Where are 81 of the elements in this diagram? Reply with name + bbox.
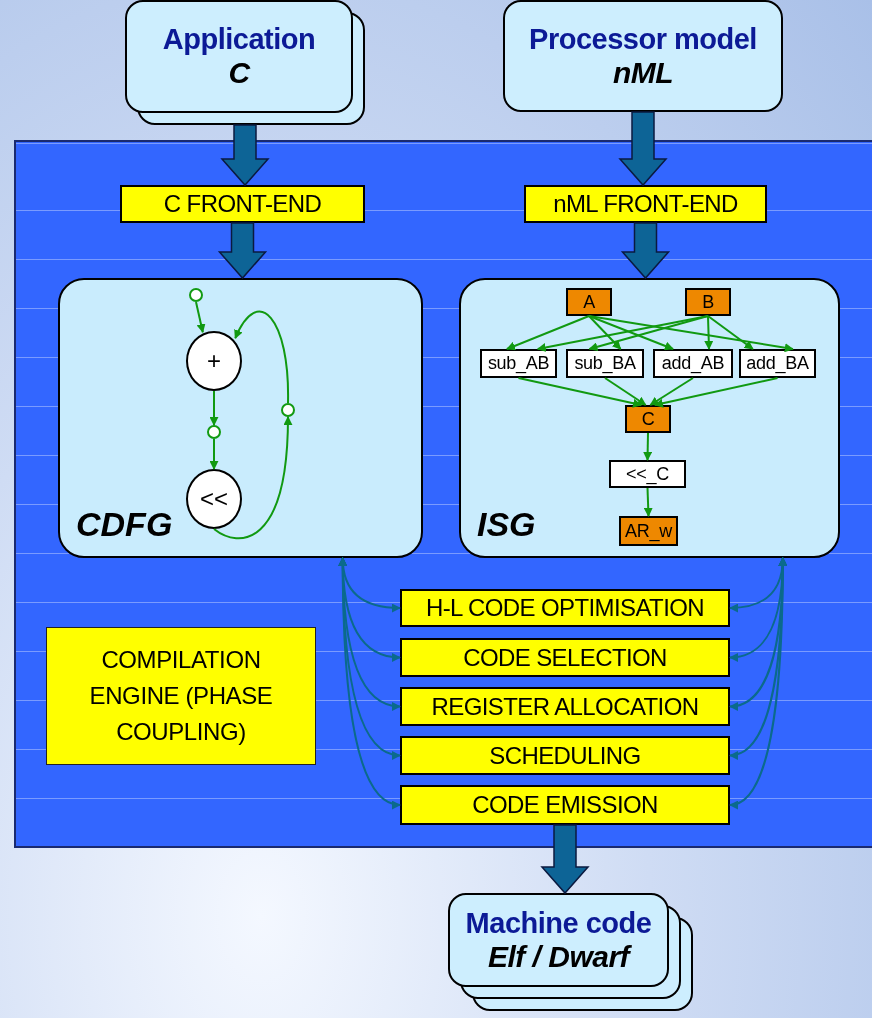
arrow xyxy=(505,315,590,351)
title-text: Application xyxy=(162,23,316,56)
stage-label: SCHEDULING xyxy=(489,741,641,770)
document-stack xyxy=(125,0,365,125)
port-circle xyxy=(207,425,221,439)
node-label: add_AB xyxy=(661,353,725,374)
node-label: B xyxy=(702,291,714,313)
graph-label: ISG xyxy=(477,505,536,544)
subtitle-text: Elf / Dwarf xyxy=(487,939,630,974)
register-box xyxy=(685,288,731,316)
arrow xyxy=(234,310,289,404)
arrow xyxy=(195,301,206,334)
arrow xyxy=(338,557,401,808)
port-circle xyxy=(189,288,203,302)
node-label: sub_AB xyxy=(487,353,550,374)
operator-symbol: + xyxy=(207,347,221,375)
phase-box xyxy=(400,687,730,726)
operation-box xyxy=(566,349,644,378)
arrow xyxy=(643,432,653,461)
arrow xyxy=(707,315,754,350)
node-label: <<_C xyxy=(626,463,669,485)
arrow xyxy=(536,315,709,352)
operation-box xyxy=(739,349,816,378)
block-arrow xyxy=(217,222,268,280)
arrow xyxy=(209,438,219,470)
graph-panel xyxy=(58,278,423,558)
operator-symbol: << xyxy=(200,485,228,513)
phase-box xyxy=(400,785,730,825)
arrow xyxy=(588,315,674,351)
engine-box xyxy=(46,627,316,765)
operator-circle xyxy=(186,331,242,391)
subtitle-text: nML xyxy=(612,55,674,90)
block-arrow xyxy=(620,222,671,280)
title-text: Machine code xyxy=(465,906,652,940)
engine-label: COMPILATION ENGINE (PHASE COUPLING) xyxy=(88,645,274,747)
arrow xyxy=(588,315,622,350)
stage-label: REGISTER ALLOCATION xyxy=(431,692,699,721)
stage-label: CODE EMISSION xyxy=(472,791,658,819)
register-box xyxy=(619,516,678,546)
phase-box xyxy=(400,736,730,775)
title-text: Processor model xyxy=(529,22,757,56)
stage-label: H-L CODE OPTIMISATION xyxy=(425,594,705,622)
register-box xyxy=(625,405,671,433)
node-label: sub_BA xyxy=(574,353,636,374)
block-arrow xyxy=(618,111,668,187)
node-label: A xyxy=(583,291,595,313)
arrow xyxy=(588,315,794,353)
arrow xyxy=(704,315,714,350)
engine-panel xyxy=(14,140,872,848)
stage-label: CODE SELECTION xyxy=(463,643,667,672)
operation-box xyxy=(609,460,686,488)
phase-box xyxy=(400,638,730,677)
operation-box xyxy=(480,349,557,378)
arrow xyxy=(649,377,694,406)
phase-box xyxy=(120,185,365,223)
arrow xyxy=(588,315,709,352)
operator-circle xyxy=(186,469,242,529)
register-box xyxy=(566,288,612,316)
phase-box xyxy=(524,185,767,223)
arrow xyxy=(517,377,643,408)
stage-label: C FRONT-END xyxy=(163,190,322,218)
graph-panel xyxy=(459,278,840,558)
subtitle-text: C xyxy=(228,56,250,90)
phase-box xyxy=(400,589,730,627)
arrow xyxy=(604,377,647,406)
block-arrow xyxy=(540,824,590,895)
arrow xyxy=(209,390,219,426)
document-stack xyxy=(503,0,783,112)
arrow xyxy=(213,416,293,540)
arrow xyxy=(653,377,779,408)
node-label: add_BA xyxy=(746,353,809,374)
graph-label: CDFG xyxy=(76,505,173,544)
node-label: AR_w xyxy=(625,520,672,542)
arrow xyxy=(643,487,653,517)
arrow xyxy=(729,557,788,808)
operation-box xyxy=(653,349,733,378)
block-arrow xyxy=(220,124,270,187)
node-label: C xyxy=(641,408,655,430)
document-stack xyxy=(448,893,693,1011)
port-circle xyxy=(281,403,295,417)
stage-label: nML FRONT-END xyxy=(553,190,738,218)
